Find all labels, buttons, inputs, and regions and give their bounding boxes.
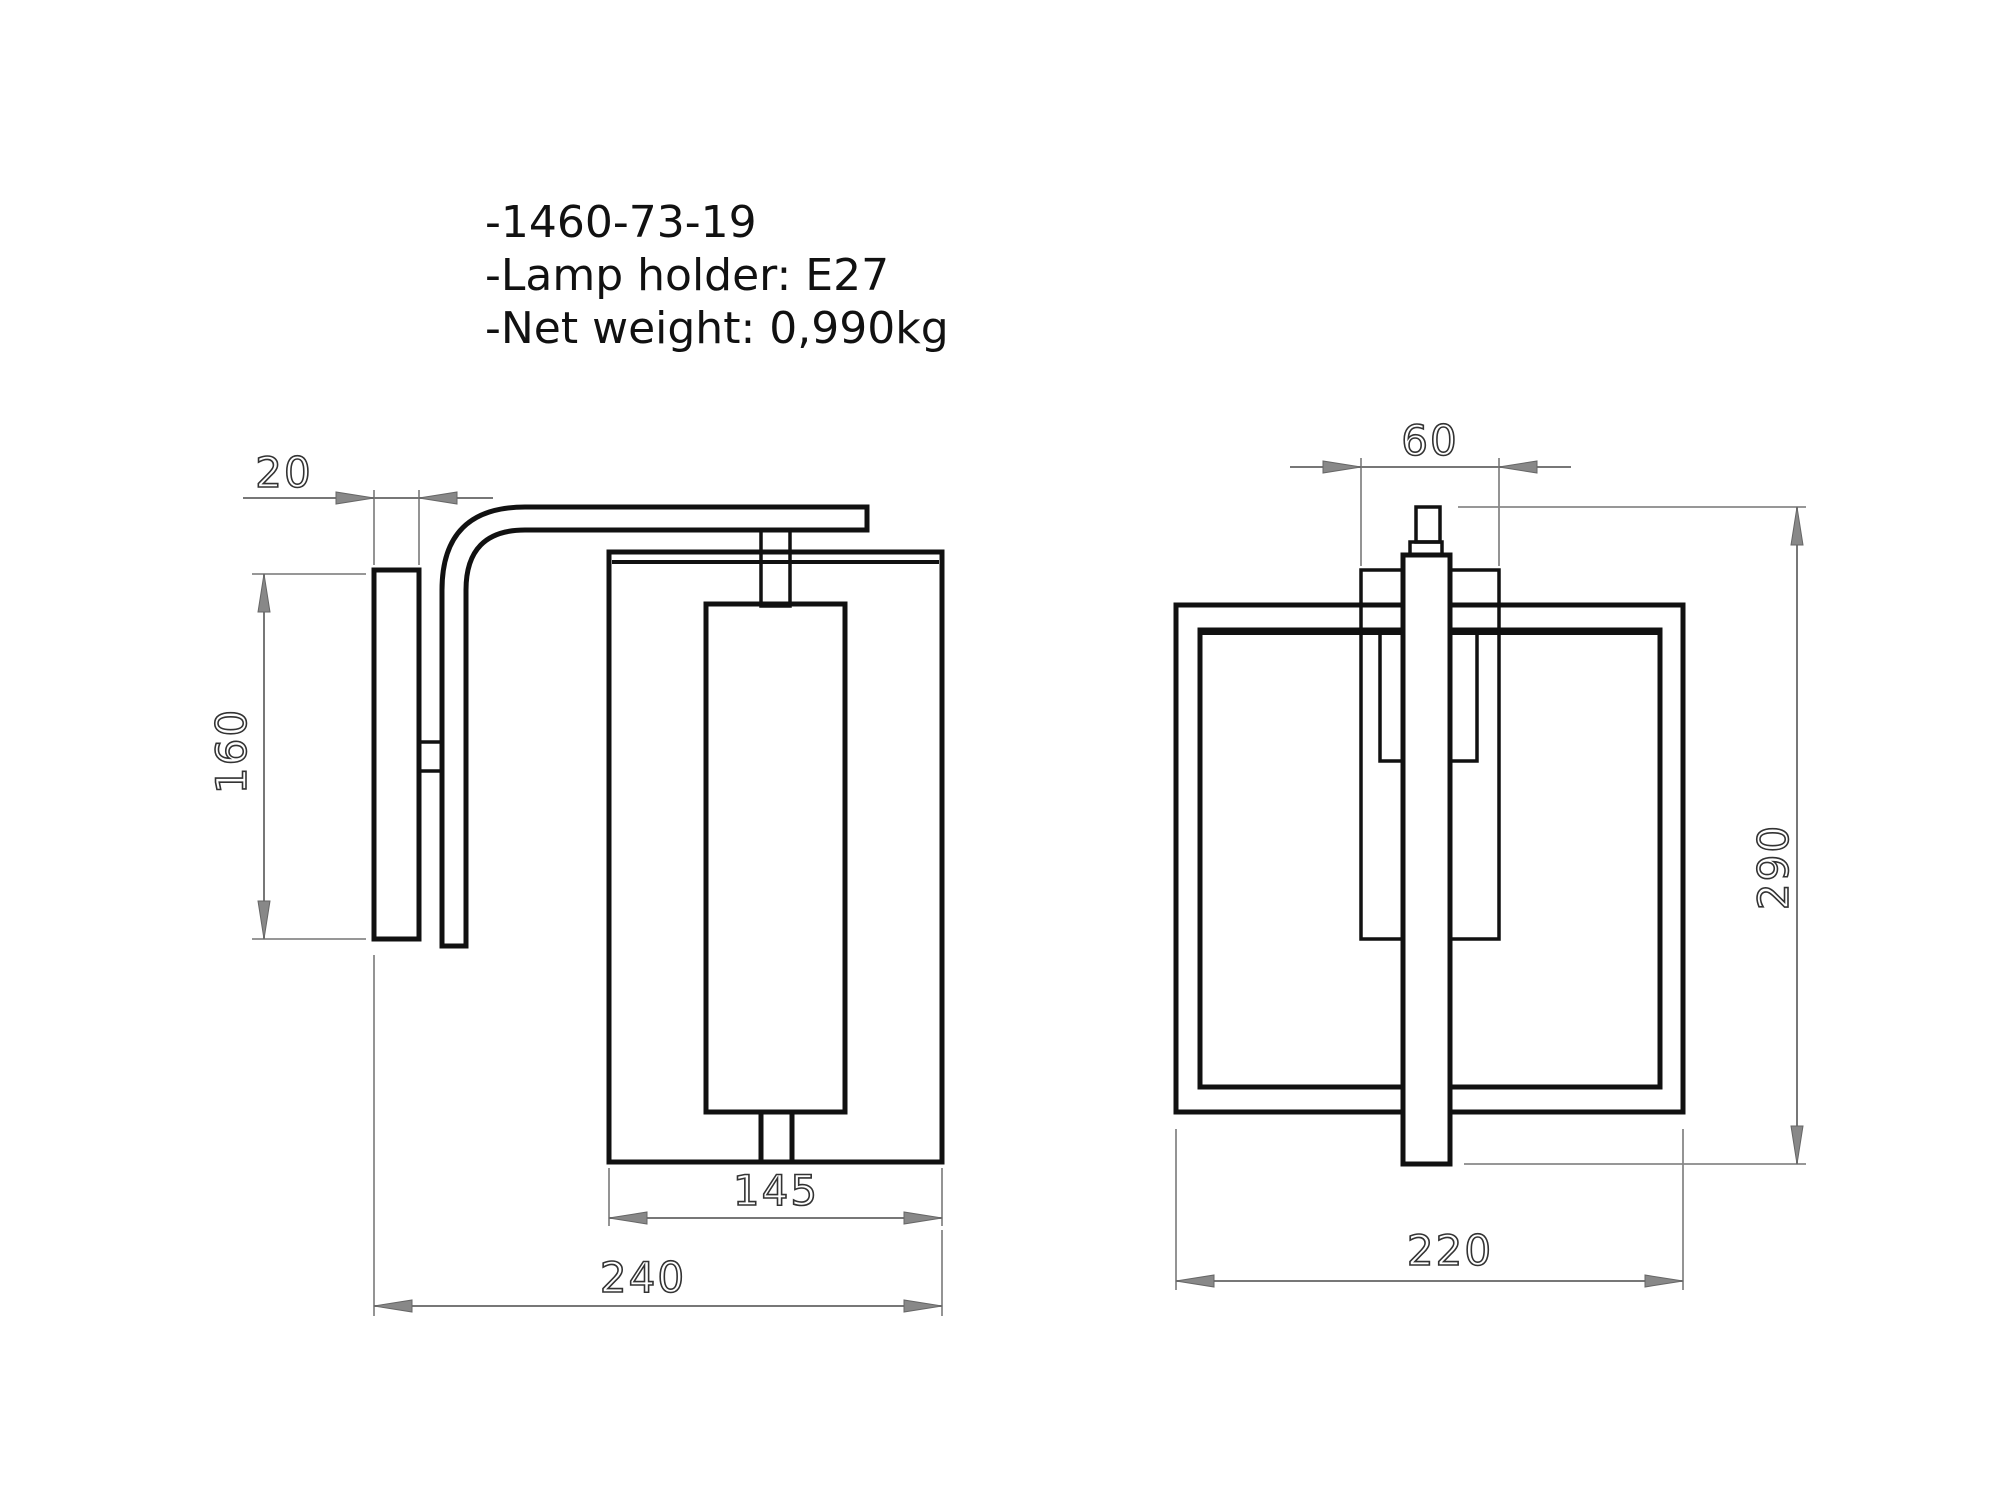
shade-frame bbox=[606, 549, 945, 1165]
spec-block: -1460-73-19 -Lamp holder: E27 -Net weigh… bbox=[485, 197, 949, 354]
dim-mount-width: 60 bbox=[1401, 416, 1458, 465]
dim-total-height: 290 bbox=[1749, 824, 1798, 910]
curved-arm bbox=[439, 504, 870, 949]
lamp-cylinder bbox=[703, 601, 848, 1115]
plate-connector bbox=[417, 740, 444, 773]
dim-plate-height: 160 bbox=[207, 708, 256, 794]
top-stem bbox=[759, 528, 792, 608]
wall-plate bbox=[371, 567, 422, 942]
side-view: 20 160 145 240 bbox=[206, 447, 945, 1316]
spec-net-weight: -Net weight: 0,990kg bbox=[485, 303, 949, 354]
bar-tip bbox=[1414, 505, 1442, 544]
spec-lamp-holder: -Lamp holder: E27 bbox=[485, 250, 889, 301]
spec-code: -1460-73-19 bbox=[485, 197, 757, 248]
dim-plate-depth: 20 bbox=[255, 448, 312, 497]
central-bar bbox=[1400, 552, 1453, 1167]
dim-total-depth: 240 bbox=[600, 1253, 686, 1302]
dim-total-width: 220 bbox=[1407, 1226, 1493, 1275]
bottom-stem bbox=[758, 1109, 795, 1165]
front-view: 60 290 220 bbox=[1173, 415, 1806, 1290]
dim-shade-width: 145 bbox=[733, 1166, 819, 1215]
